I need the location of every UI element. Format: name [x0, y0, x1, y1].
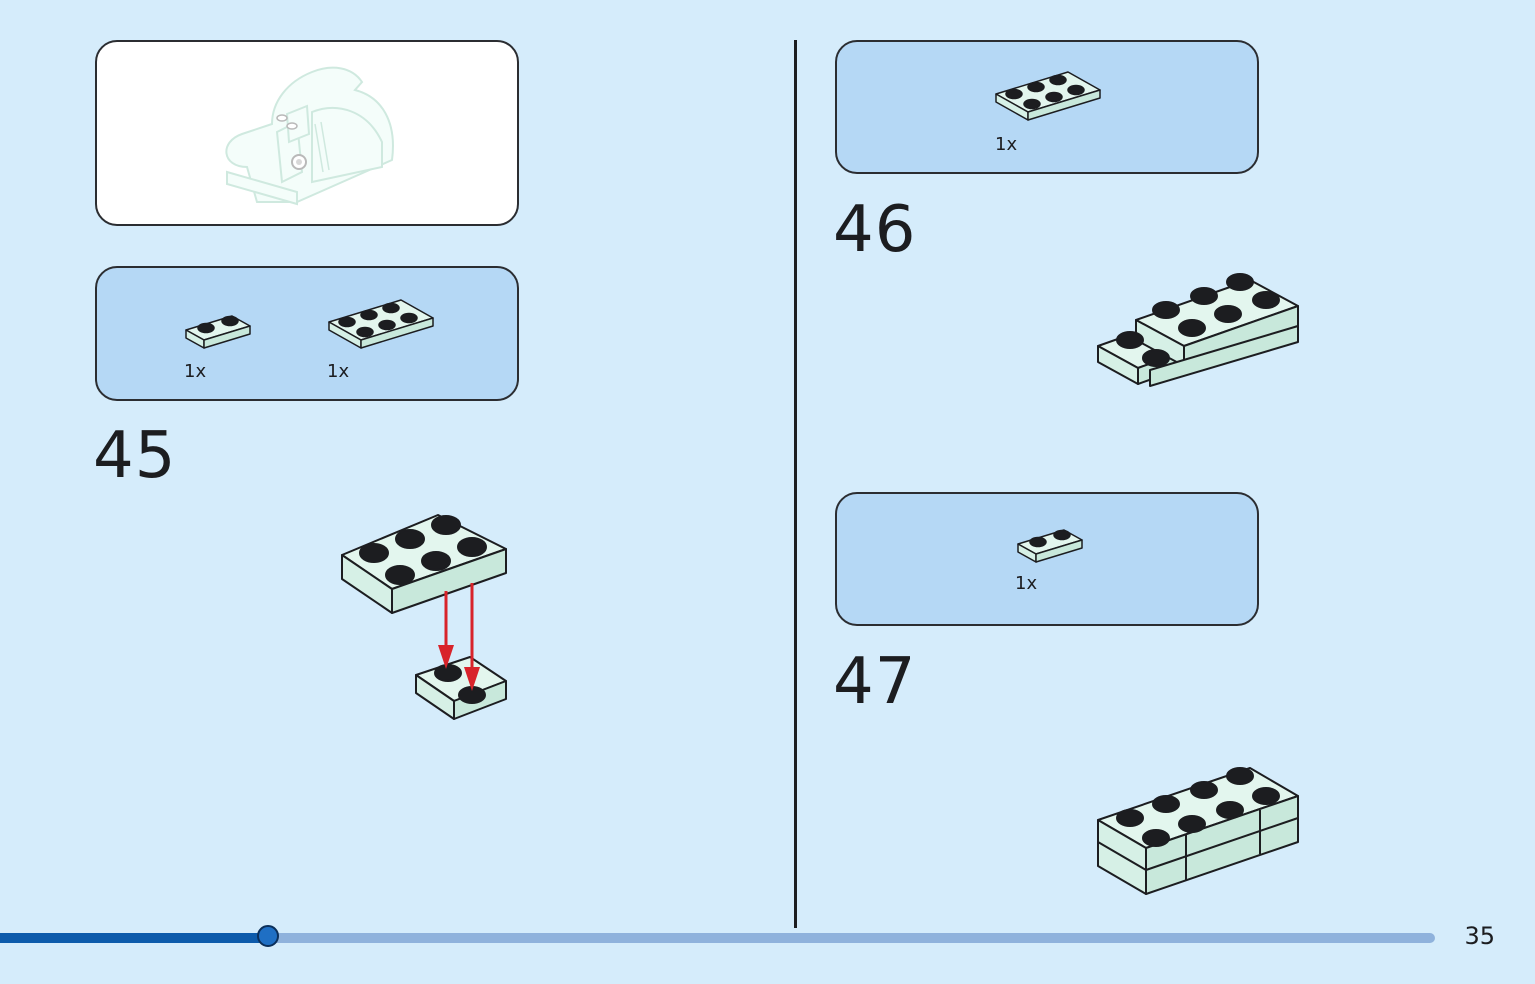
step-number-46: 46: [833, 193, 917, 267]
step-46-illustration: [1097, 273, 1299, 387]
progress-knob[interactable]: [257, 925, 279, 947]
parts-box-step-45: 1x 1x: [95, 266, 519, 401]
part-qty: 1x: [1015, 573, 1038, 594]
plate-2x3-icon: [995, 71, 1101, 121]
step-45-illustration: [341, 514, 507, 720]
part-qty: 1x: [327, 361, 350, 382]
submodel-preview-icon: [225, 66, 394, 206]
progress-track: [0, 933, 1435, 943]
parts-box-step-46: 1x: [835, 40, 1259, 174]
plate-1x2-icon: [1017, 529, 1083, 563]
arrow-icon: [438, 583, 480, 691]
plate-1x2-icon: [185, 315, 251, 349]
step-47-illustration: [1097, 767, 1299, 895]
step-number-47: 47: [833, 645, 917, 719]
part-qty: 1x: [184, 361, 207, 382]
parts-box-step-47: 1x: [835, 492, 1259, 626]
page-number: 35: [1464, 922, 1495, 950]
progress-fill: [0, 933, 268, 943]
plate-2x3-icon: [328, 299, 434, 349]
page-divider: [794, 40, 797, 928]
submodel-preview-box: [95, 40, 519, 226]
part-qty: 1x: [995, 134, 1018, 155]
step-number-45: 45: [93, 419, 177, 493]
